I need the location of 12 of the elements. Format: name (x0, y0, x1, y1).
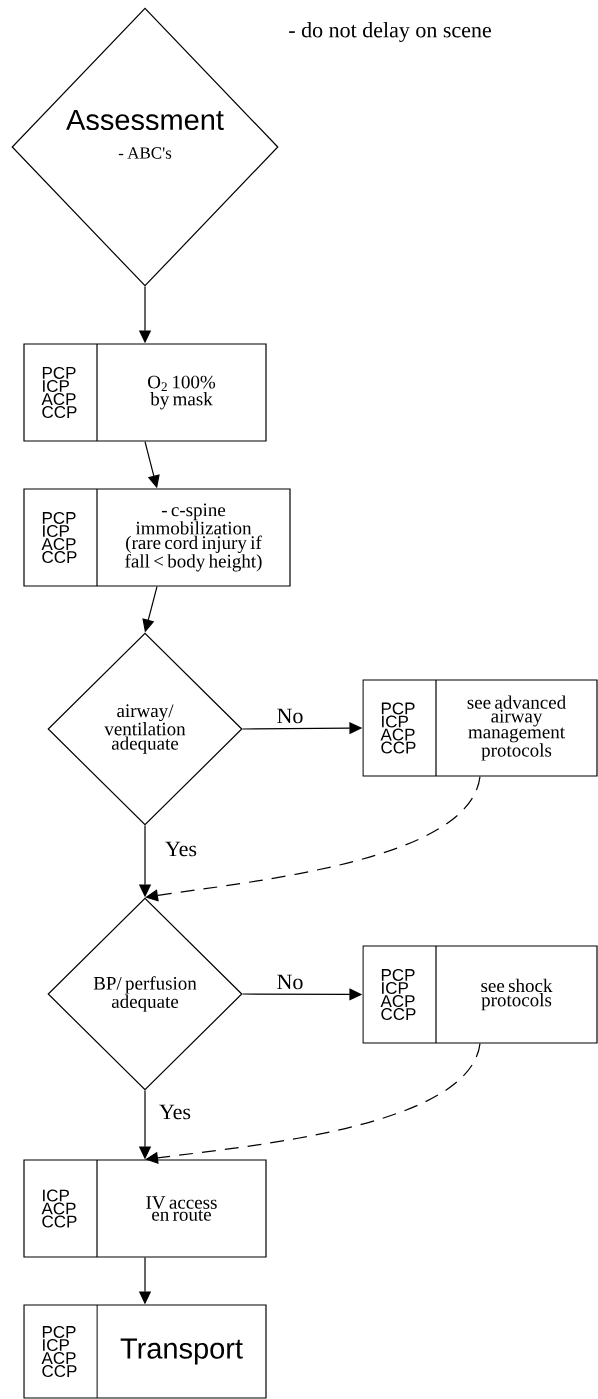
process-box: PCP ICP ACP CCP O$_{2}$ 100% by mask (23, 343, 267, 442)
edge-label: No (275, 707, 305, 725)
edge-label: Yes (158, 1103, 192, 1121)
process-box: PCP ICP ACP CCP Transport (23, 1304, 267, 1399)
process-box: PCP ICP ACP CCP see advanced airway management protocols (362, 679, 598, 777)
edge-label: No (275, 973, 305, 991)
process-box: ICP ACP CCP IV access en route (23, 1159, 267, 1258)
edge-label: Yes (164, 840, 198, 858)
process-box: PCP ICP ACP CCP - c-spine immobilization (rare cord injury if fall < body height) (23, 488, 291, 587)
process-box: PCP ICP ACP CCP see shock protocols (362, 945, 598, 1044)
arrow (145, 1043, 481, 1164)
arrow (145, 776, 481, 902)
